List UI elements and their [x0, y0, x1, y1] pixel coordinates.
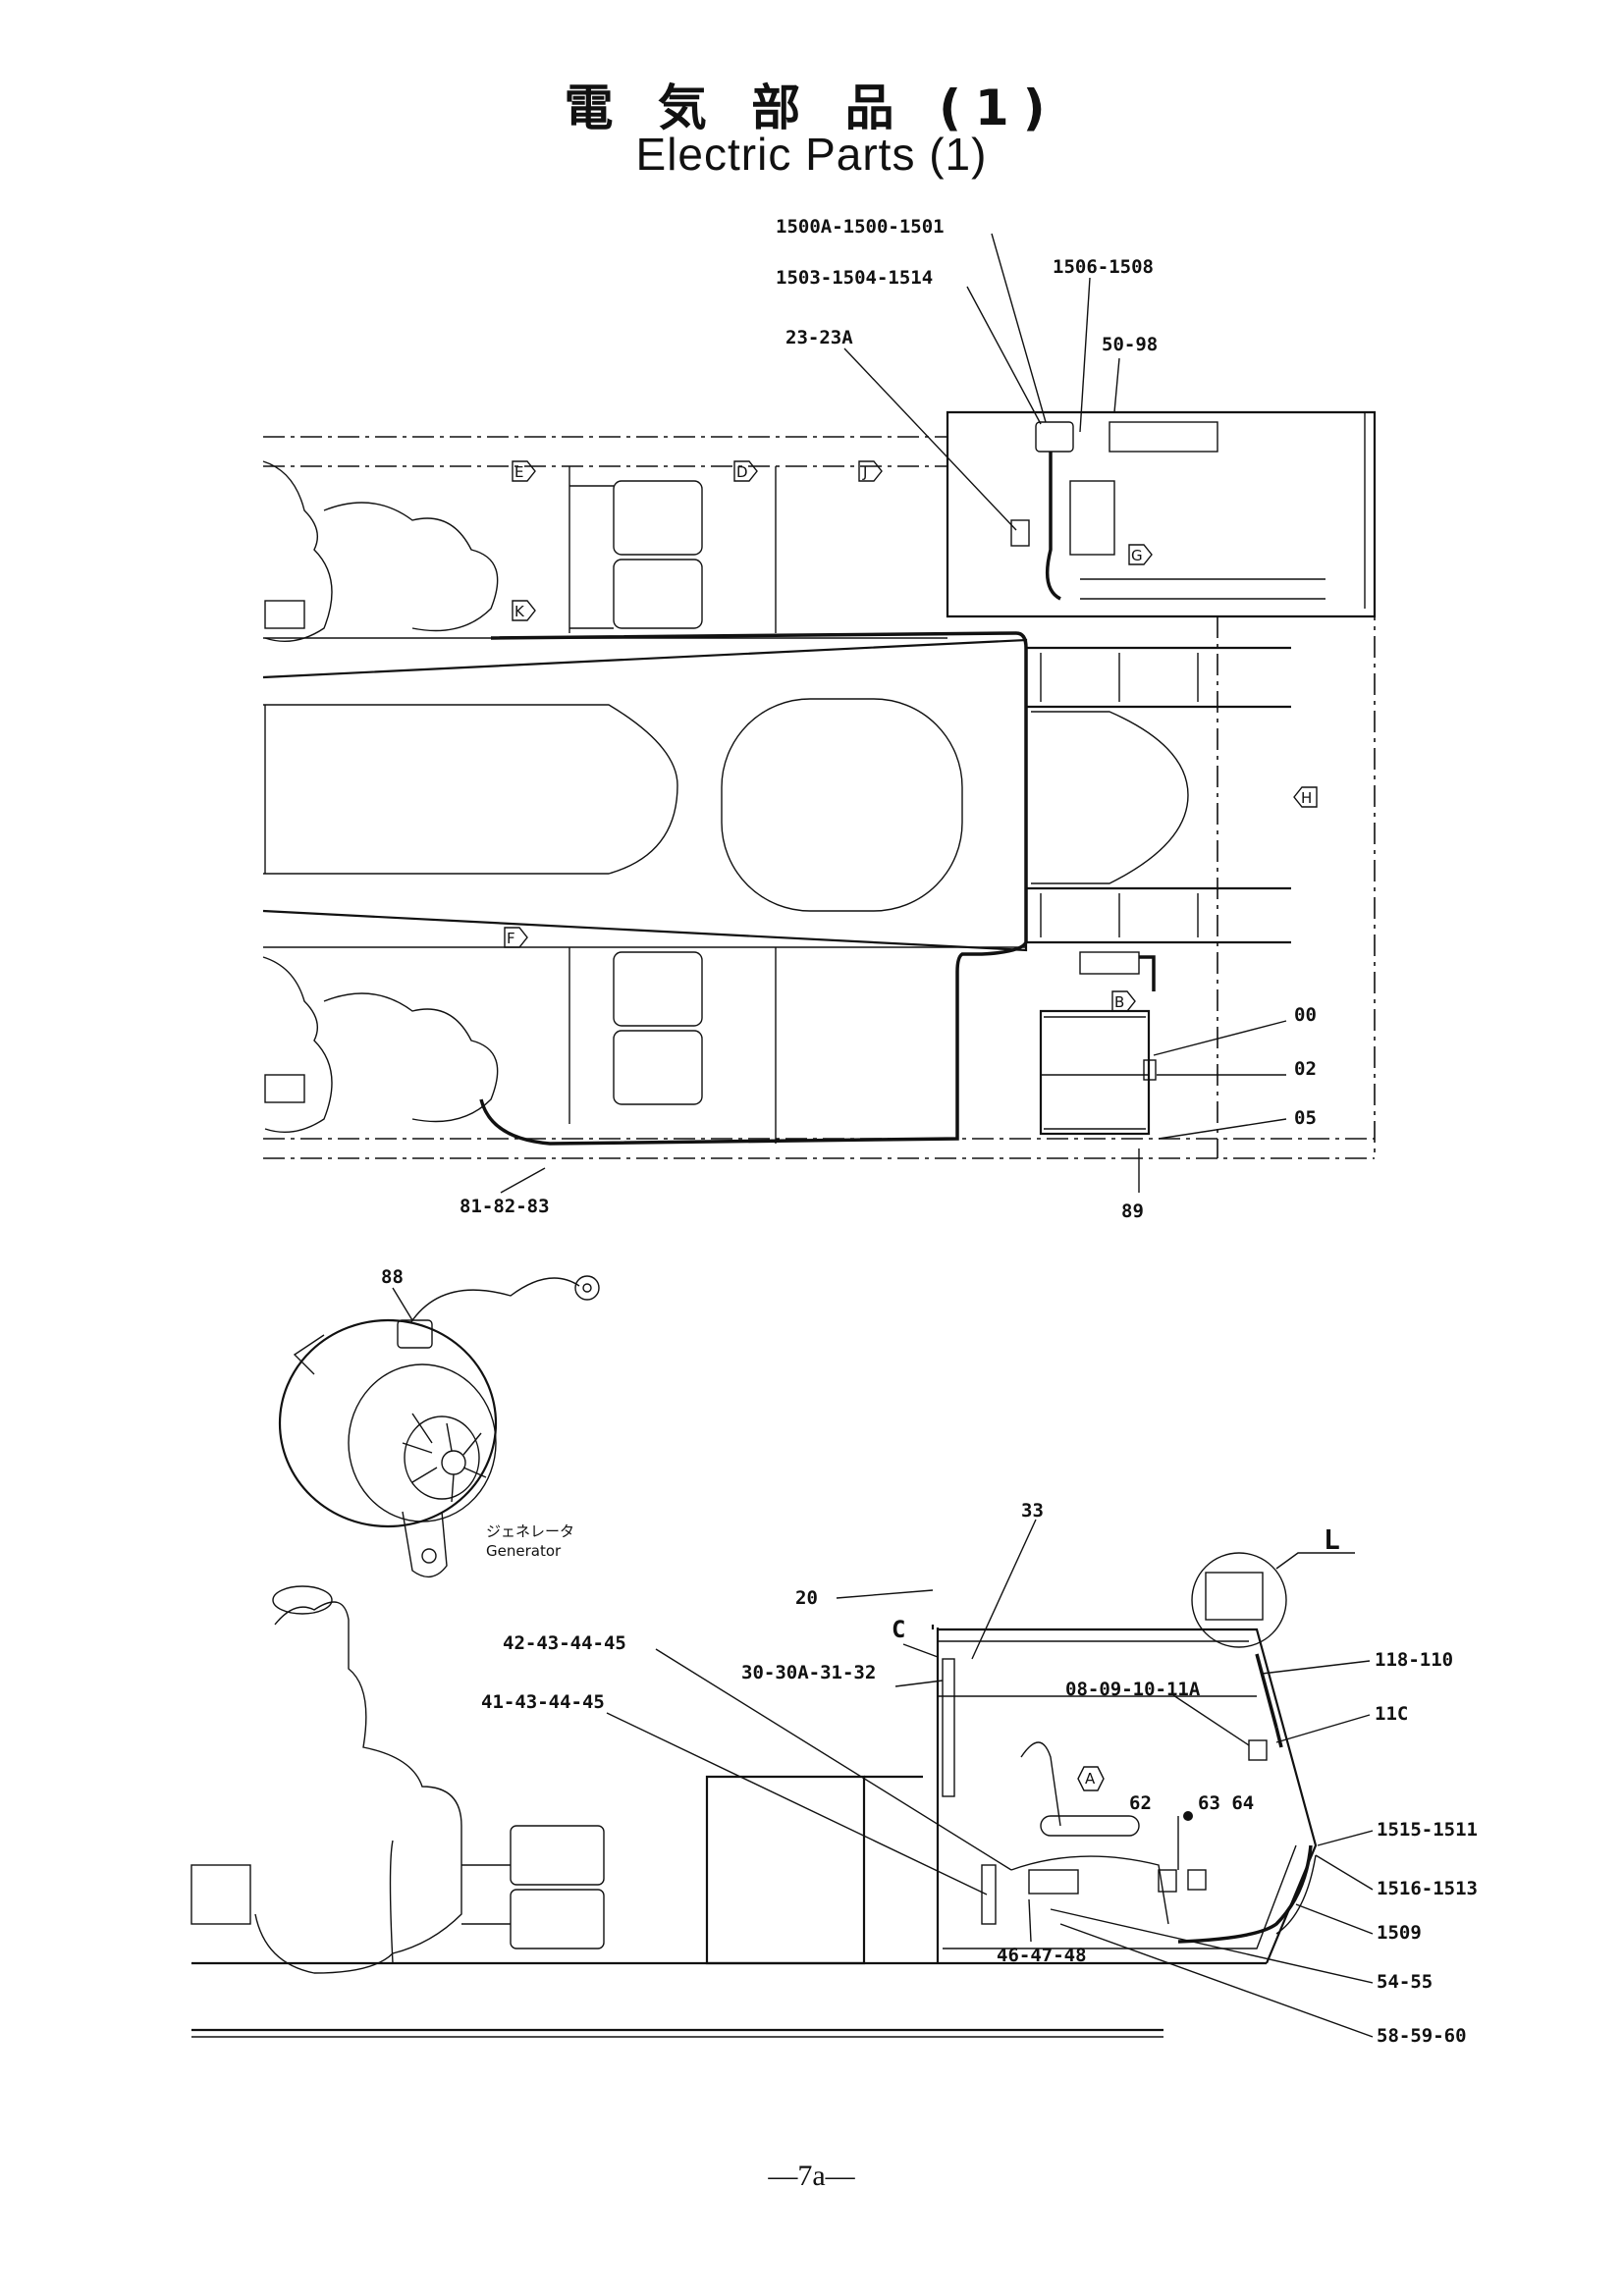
title-japanese: 電 気 部 品 (1): [564, 80, 1059, 136]
label-42-43-44-45: 42-43-44-45: [503, 1632, 626, 1654]
callout-c: C: [892, 1616, 905, 1643]
label-62: 62: [1129, 1792, 1152, 1814]
generator-illustration: ジェネレータ Generator 88: [278, 1266, 600, 1578]
svg-text:H: H: [1301, 789, 1312, 807]
label-30-30a-31-32: 30-30A-31-32: [741, 1662, 876, 1683]
callout-l: L: [1324, 1523, 1340, 1556]
letter-marker-g: G: [1128, 544, 1153, 565]
label-1516-1513: 1516-1513: [1377, 1878, 1478, 1899]
label-02: 02: [1294, 1058, 1317, 1080]
label-00: 00: [1294, 1004, 1317, 1026]
label-20: 20: [795, 1587, 818, 1609]
label-54-55: 54-55: [1377, 1971, 1433, 1993]
label-118-110: 118-110: [1375, 1649, 1453, 1671]
letter-marker-d: D: [733, 460, 758, 482]
svg-text:A: A: [1085, 1770, 1096, 1788]
letter-marker-b: B: [1111, 990, 1136, 1012]
svg-text:F: F: [507, 930, 515, 947]
label-33: 33: [1021, 1500, 1044, 1522]
letter-marker-e: E: [512, 460, 536, 482]
label-46-47-48: 46-47-48: [997, 1945, 1087, 1966]
label-05: 05: [1294, 1107, 1317, 1129]
label-88: 88: [381, 1266, 404, 1288]
svg-text:G: G: [1131, 547, 1143, 564]
svg-text:K: K: [514, 603, 525, 620]
generator-label-jp: ジェネレータ: [486, 1522, 574, 1540]
cab-side-view: A: [190, 1552, 1355, 2038]
leader-lines-bottom: [606, 1519, 1374, 2038]
label-1509: 1509: [1377, 1922, 1422, 1944]
letter-marker-a: A: [1077, 1766, 1105, 1791]
label-50-98: 50-98: [1102, 334, 1158, 355]
label-11c: 11C: [1375, 1703, 1408, 1725]
label-1500a-1500-1501: 1500A-1500-1501: [776, 216, 945, 238]
letter-marker-h: H: [1293, 786, 1318, 808]
label-41-43-44-45: 41-43-44-45: [481, 1691, 605, 1713]
leader-lines-top: [500, 233, 1287, 1194]
label-89: 89: [1121, 1201, 1144, 1222]
letter-marker-k: K: [512, 600, 536, 621]
svg-text:J: J: [862, 463, 867, 481]
chassis-plan-view: E D J K G H F B: [262, 410, 1377, 1159]
page-number: —7a—: [768, 2160, 855, 2192]
label-1506-1508: 1506-1508: [1053, 256, 1154, 278]
label-58-59-60: 58-59-60: [1377, 2025, 1467, 2047]
label-63-64: 63 64: [1198, 1792, 1254, 1814]
label-1515-1511: 1515-1511: [1377, 1819, 1478, 1841]
label-81-82-83: 81-82-83: [460, 1196, 550, 1217]
svg-text:B: B: [1114, 993, 1124, 1011]
generator-label-en: Generator: [486, 1542, 562, 1560]
letter-marker-f: F: [504, 927, 528, 948]
letter-marker-j: J: [858, 460, 883, 482]
label-1503-1504-1514: 1503-1504-1514: [776, 267, 933, 289]
svg-text:D: D: [736, 463, 748, 481]
label-23-23a: 23-23A: [785, 327, 853, 348]
title-english: Electric Parts (1): [635, 129, 988, 180]
svg-text:E: E: [514, 463, 523, 481]
label-08-09-10-11a: 08-09-10-11A: [1065, 1679, 1201, 1700]
